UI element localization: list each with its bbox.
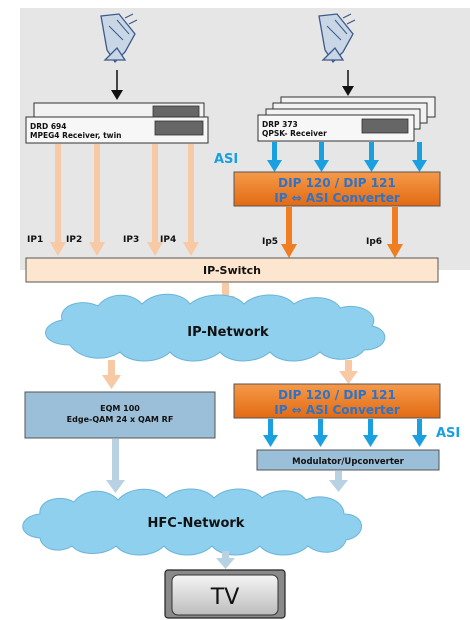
receiver-drp373: DRP 373 QPSK- Receiver	[257, 96, 436, 142]
satellite-dish-icon	[100, 13, 138, 64]
converter-top-line2b: ASI Converter	[302, 191, 400, 205]
ip-arrows-left	[50, 144, 199, 256]
ip-switch-label: IP-Switch	[203, 264, 261, 277]
ip5-label: Ip5	[262, 237, 278, 247]
ip4-label: IP4	[160, 235, 176, 245]
eqm-line1: EQM 100	[100, 404, 140, 413]
receiver-drd694: DRD 694 MPEG4 Receiver, twin	[25, 102, 209, 144]
dish-arrow-right	[342, 70, 354, 96]
converter-bottom-line2b: ASI Converter	[302, 403, 400, 417]
dish-arrow-left	[111, 70, 123, 100]
hfc-network-cloud: HFC-Network	[22, 488, 362, 556]
asi-arrows-top	[267, 142, 427, 172]
receiver-right-line1: DRP 373	[262, 120, 298, 129]
modulator-label: Modulator/Upconverter	[292, 457, 405, 467]
converter-top-line2a: IP	[274, 191, 291, 205]
tv-icon: TV	[164, 569, 286, 619]
hfc-network-label: HFC-Network	[148, 516, 245, 531]
bidirectional-arrow-icon: ⇔	[292, 191, 302, 205]
asi-label-right: ASI	[436, 426, 460, 441]
converter-top-line1: DIP 120 / DIP 121	[278, 176, 396, 190]
eqm-100-box: EQM 100 Edge-QAM 24 x QAM RF	[24, 391, 216, 439]
tv-label: TV	[210, 585, 240, 610]
ip-network-cloud: IP-Network	[45, 293, 386, 362]
converter-bottom: DIP 120 / DIP 121 IP ⇔ ASI Converter	[233, 383, 441, 419]
receiver-right-line2: QPSK- Receiver	[262, 129, 327, 138]
ip3-label: IP3	[123, 235, 139, 245]
ip-switch: IP-Switch	[25, 257, 439, 283]
converter-bottom-line1: DIP 120 / DIP 121	[278, 388, 396, 402]
hfc-to-tv-arrow	[216, 551, 235, 569]
asi-arrows-bottom	[263, 419, 427, 447]
modulator-upconverter-box: Modulator/Upconverter	[256, 449, 440, 471]
eqm-line2: Edge-QAM 24 x QAM RF	[67, 415, 174, 424]
ip5-ip6-arrows	[281, 207, 403, 258]
receiver-left-line2: MPEG4 Receiver, twin	[30, 131, 122, 140]
rf-arrows	[106, 439, 348, 493]
ip6-label: Ip6	[366, 237, 382, 247]
ip1-label: IP1	[27, 235, 43, 245]
satellite-dish-icon	[318, 13, 356, 64]
network-downlink-arrows	[102, 360, 358, 389]
converter-bottom-line2a: IP	[274, 403, 291, 417]
svg-text:IP ⇔ ASI Converter: IP ⇔ ASI Converter	[274, 191, 400, 205]
receiver-left-line1: DRD 694	[30, 122, 67, 131]
converter-top: DIP 120 / DIP 121 IP ⇔ ASI Converter	[233, 171, 441, 207]
bidirectional-arrow-icon: ⇔	[292, 403, 302, 417]
svg-text:IP ⇔ ASI Converter: IP ⇔ ASI Converter	[274, 403, 400, 417]
ip-network-label: IP-Network	[187, 325, 269, 340]
ip2-label: IP2	[66, 235, 82, 245]
asi-label-top: ASI	[214, 152, 238, 167]
